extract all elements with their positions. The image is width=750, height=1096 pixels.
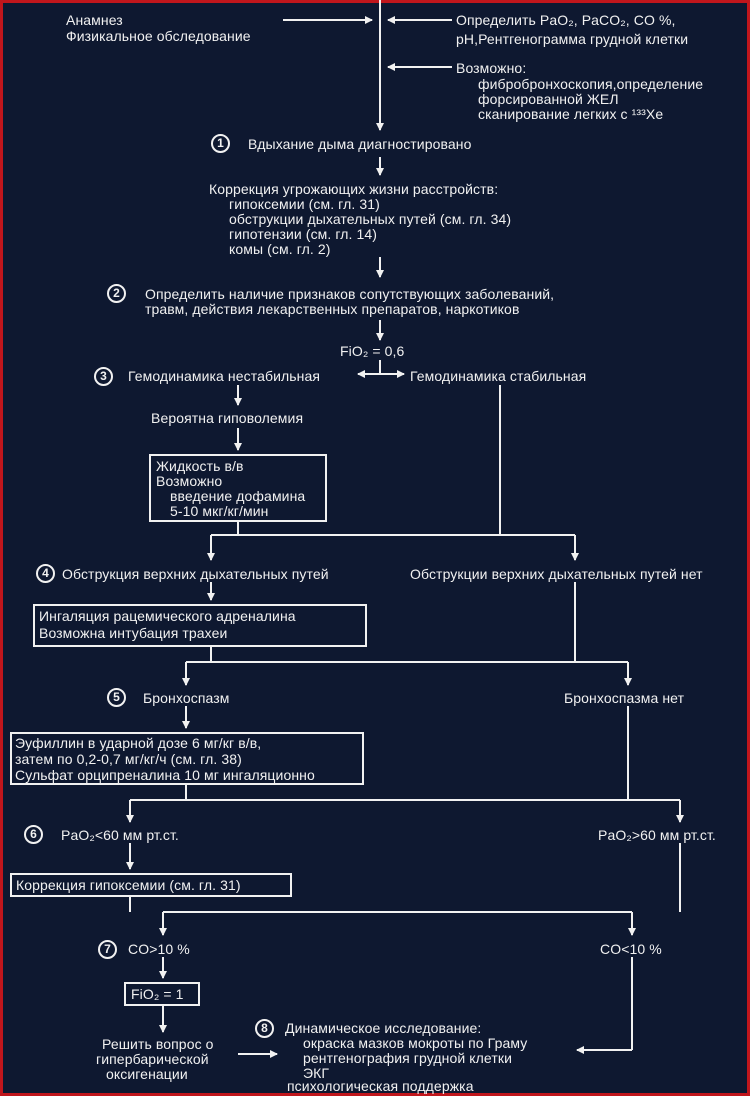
step-8-title: Динамическое исследование:	[285, 1020, 482, 1036]
step-8-item: окраска мазков мокроты по Граму	[303, 1035, 528, 1051]
hemodynamics-unstable: Гемодинамика нестабильная	[128, 368, 321, 384]
hyperbaric-line-2: гипербарической	[96, 1051, 209, 1067]
hyperbaric-line-1: Решить вопрос о	[102, 1036, 214, 1052]
step-8-last: психологическая поддержка	[287, 1078, 474, 1094]
correction-item: гипотензии (см. гл. 14)	[229, 226, 378, 242]
step-6-marker: 6	[24, 825, 43, 844]
step-1-text: Вдыхание дыма диагностировано	[248, 136, 472, 152]
fluid-line-3: введение дофамина	[170, 488, 306, 504]
step-2-line-2: травм, действия лекарственных препаратов…	[145, 301, 520, 317]
euphyllin-line-2: затем по 0,2-0,7 мг/кг/ч (см. гл. 38)	[15, 751, 242, 767]
possible-item-2: форсированной ЖЕЛ	[478, 91, 619, 107]
adrenaline-line-1: Ингаляция рацемического адреналина	[39, 608, 296, 624]
possible-item-1: фибробронхоскопия,определение	[478, 76, 704, 92]
step-3-marker: 3	[94, 367, 113, 386]
fluid-line-2: Возможно	[156, 473, 223, 489]
fio2-box	[124, 982, 200, 1006]
co-low: CO<10 %	[600, 941, 662, 957]
hyperbaric-line-3: оксигенации	[106, 1066, 188, 1082]
euphyllin-line-1: Эуфиллин в ударной дозе 6 мг/кг в/в,	[15, 735, 262, 751]
co-high: CO>10 %	[128, 941, 190, 957]
fluid-line-4: 5-10 мкг/кг/мин	[170, 503, 269, 519]
history-label: Анамнез	[66, 12, 123, 28]
hypoxemia-box	[10, 873, 292, 897]
hypovolemia-label: Вероятна гиповолемия	[151, 410, 304, 426]
step-8-item: ЭКГ	[303, 1065, 330, 1081]
step-2-marker: 2	[107, 284, 126, 303]
pao2-high: PaO₂>60 мм рт.ст.	[598, 827, 716, 843]
step-8-marker: 8	[255, 1019, 274, 1038]
correction-item: гипоксемии (см. гл. 31)	[229, 196, 380, 212]
adrenaline-box	[33, 604, 367, 647]
tests-label-2: pH,Рентгенограмма грудной клетки	[456, 31, 689, 47]
bronchospasm-no: Бронхоспазма нет	[564, 690, 685, 706]
hypoxemia-text: Коррекция гипоксемии (см. гл. 31)	[16, 877, 241, 893]
correction-item: комы (см. гл. 2)	[229, 241, 331, 257]
possible-label: Возможно:	[456, 60, 527, 76]
tests-label-1: Определить PaO₂, PaCO₂, CO %,	[456, 12, 676, 28]
hemodynamics-stable: Гемодинамика стабильная	[410, 368, 587, 384]
step-5-marker: 5	[107, 688, 126, 707]
correction-item: обструкции дыхательных путей (см. гл. 34…	[229, 211, 512, 227]
fluid-line-1: Жидкость в/в	[156, 458, 244, 474]
step-2-line-1: Определить наличие признаков сопутствующ…	[145, 286, 555, 302]
obstruction-no: Обструкции верхних дыхательных путей нет	[410, 566, 703, 582]
step-8-item: рентгенография грудной клетки	[303, 1050, 513, 1066]
fluid-box	[149, 454, 327, 522]
pao2-low: PaO₂<60 мм рт.ст.	[61, 827, 179, 843]
step-4-marker: 4	[36, 564, 55, 583]
bronchospasm-yes: Бронхоспазм	[143, 690, 230, 706]
fio2-box-text: FiO₂ = 1	[131, 986, 184, 1002]
physical-exam-label: Физикальное обследование	[66, 28, 251, 44]
euphyllin-box	[10, 732, 364, 785]
euphyllin-line-3: Сульфат орципреналина 10 мг ингаляционно	[15, 767, 315, 783]
fio2-main: FiO₂ = 0,6	[340, 343, 405, 359]
step-7-marker: 7	[98, 940, 117, 959]
possible-item-3: сканирование легких с ¹³³Xe	[478, 106, 664, 122]
obstruction-yes: Обструкция верхних дыхательных путей	[62, 566, 329, 582]
step-1-marker: 1	[211, 134, 230, 153]
correction-title: Коррекция угрожающих жизни расстройств:	[209, 181, 499, 197]
adrenaline-line-2: Возможна интубация трахеи	[39, 625, 228, 641]
